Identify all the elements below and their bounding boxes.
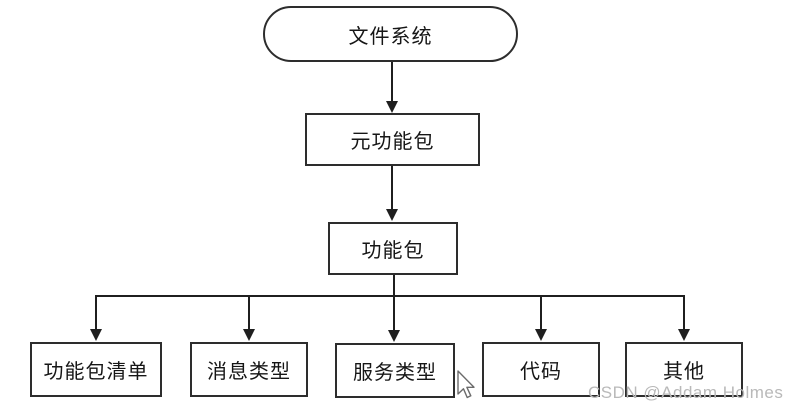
flowchart-node-other: 其他	[625, 342, 743, 397]
arrowhead-level2	[386, 101, 398, 113]
flowchart-node-package: 功能包	[328, 222, 458, 275]
arrowhead-level3	[386, 209, 398, 221]
arrowhead-child1	[243, 329, 255, 341]
arrowhead-child0	[90, 329, 102, 341]
flowchart-node-file-system: 文件系统	[263, 6, 518, 62]
flowchart-node-message-types: 消息类型	[190, 342, 308, 397]
flowchart-node-code: 代码	[482, 342, 600, 397]
flowchart-node-package-manifest: 功能包清单	[30, 342, 162, 397]
arrowhead-child2	[388, 330, 400, 342]
mouse-arrow-pointer-icon	[457, 370, 475, 399]
flowchart-node-service-types: 服务类型	[335, 343, 455, 398]
arrowhead-child4	[678, 329, 690, 341]
csdn-watermark: CSDN @Addam Holmes	[588, 383, 784, 402]
arrowhead-child3	[535, 329, 547, 341]
flowchart-node-meta-package: 元功能包	[305, 113, 480, 166]
